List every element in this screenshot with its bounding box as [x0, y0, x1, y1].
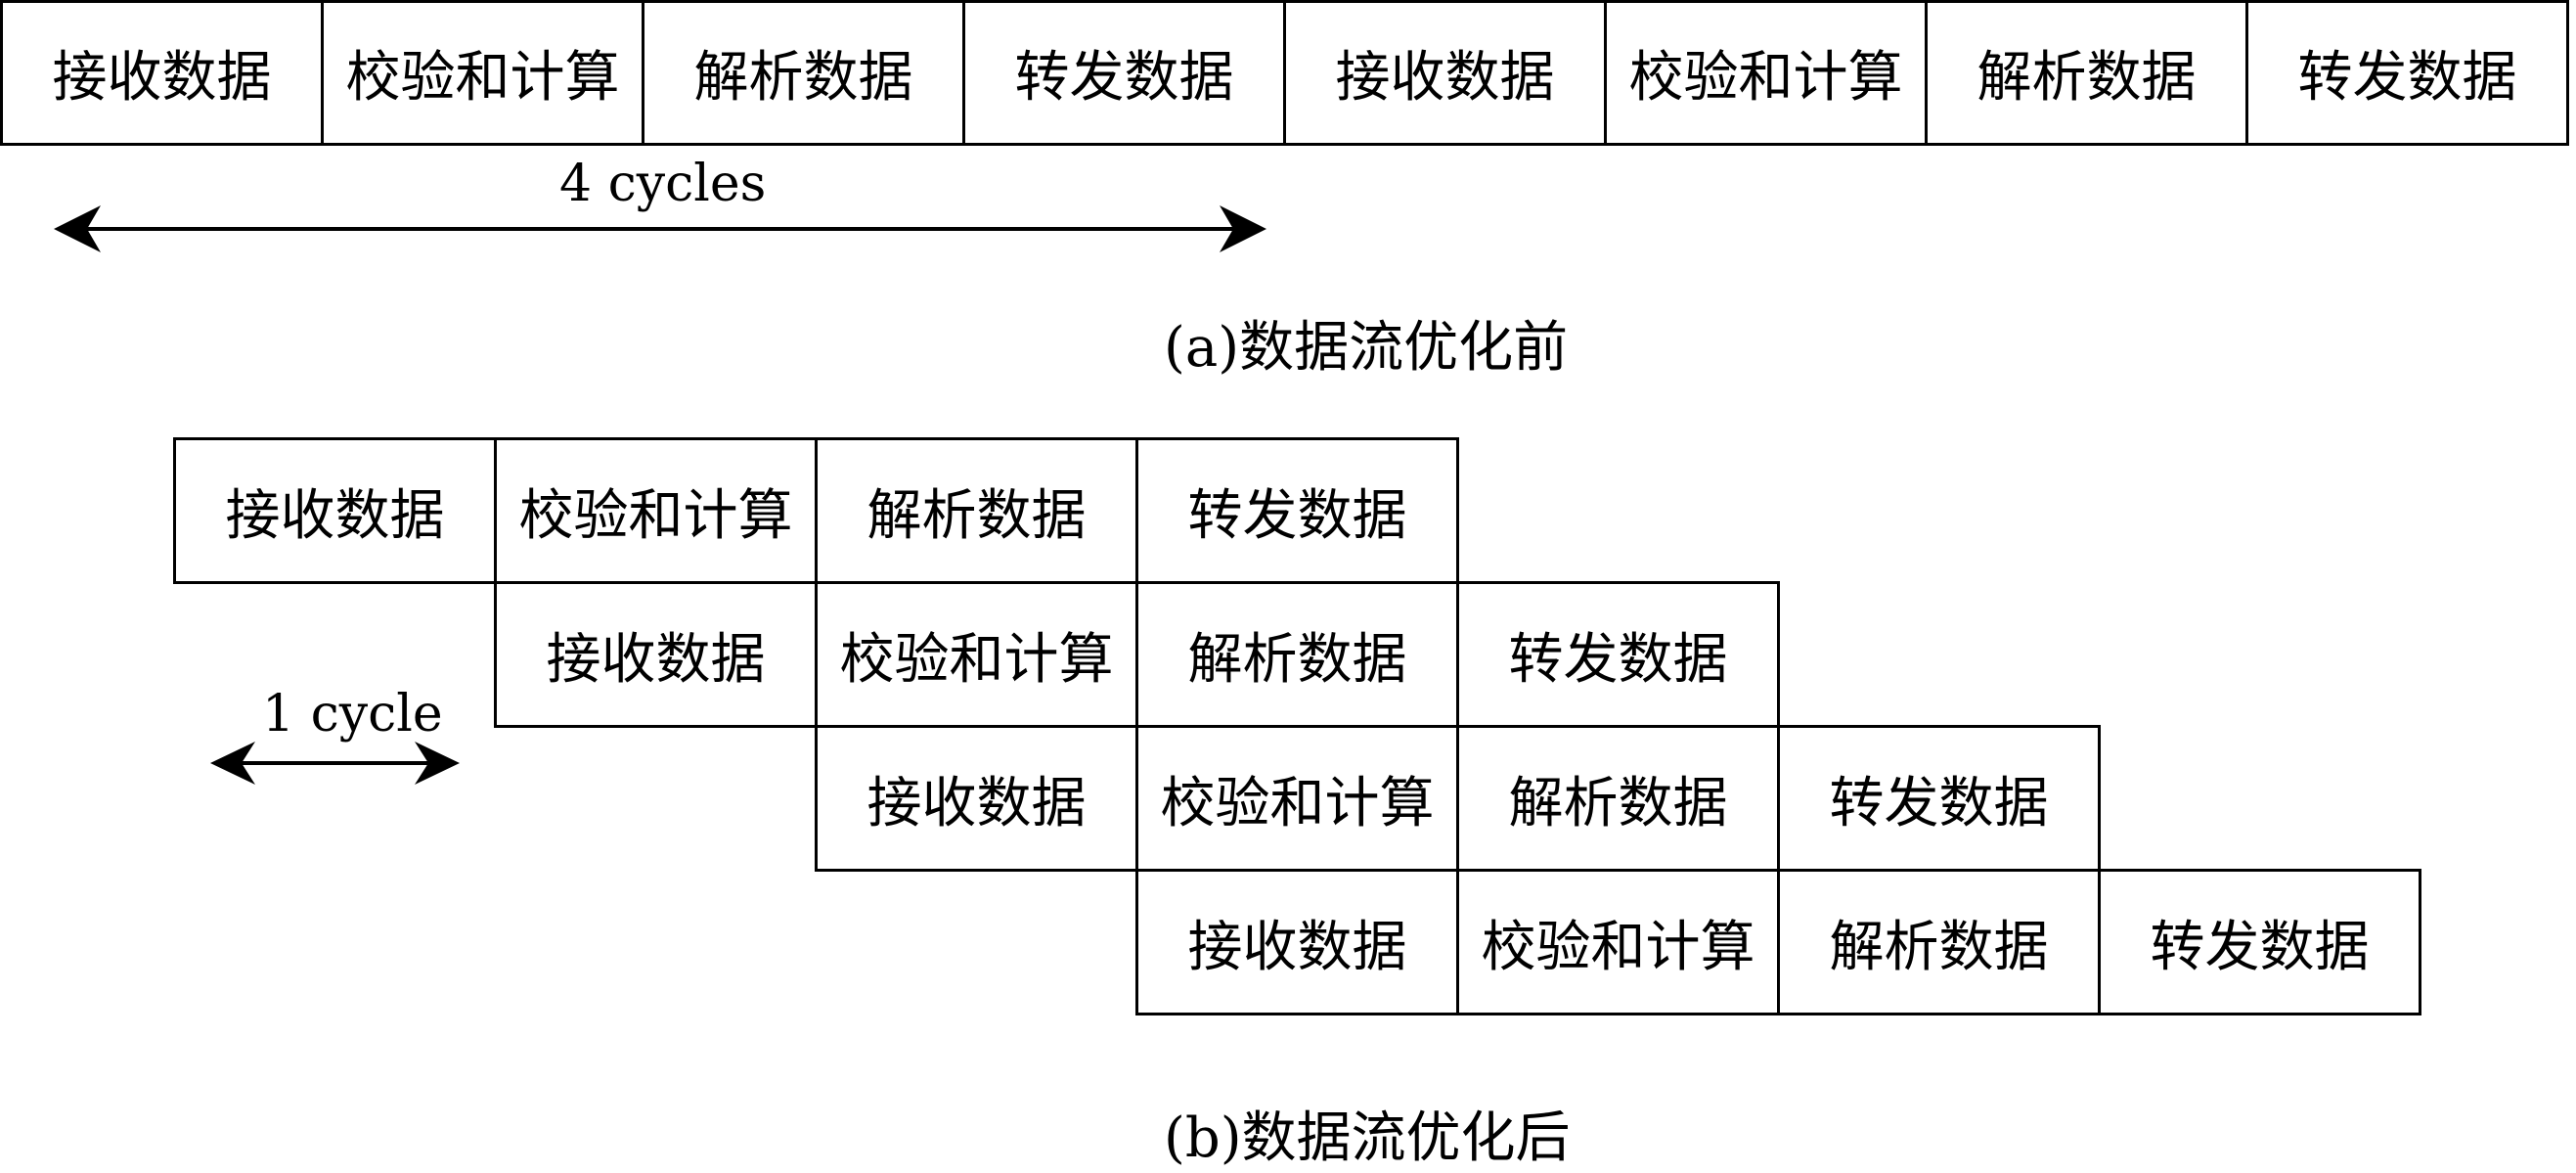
- caption-a: (a)数据流优化前: [1164, 316, 1569, 380]
- stage-box-b-r1-c1: 接收数据: [173, 437, 497, 584]
- stage-box-b-r2-c4: 转发数据: [1456, 581, 1780, 728]
- stage-box-a-3: 解析数据: [642, 0, 965, 146]
- four-cycles-label: 4 cycles: [559, 155, 767, 213]
- stage-box-a-7: 解析数据: [1925, 0, 2248, 146]
- caption-b: (b)数据流优化后: [1164, 1106, 1571, 1170]
- stage-box-b-r4-c1: 接收数据: [1135, 869, 1459, 1015]
- stage-box-b-r4-c2: 校验和计算: [1456, 869, 1780, 1015]
- four-cycles-arrow: [54, 205, 1266, 252]
- stage-box-a-8: 转发数据: [2245, 0, 2569, 146]
- one-cycle-arrow: [210, 742, 460, 785]
- stage-box-b-r4-c3: 解析数据: [1777, 869, 2101, 1015]
- stage-box-a-6: 校验和计算: [1604, 0, 1928, 146]
- stage-box-a-1: 接收数据: [0, 0, 324, 146]
- stage-box-b-r2-c2: 校验和计算: [815, 581, 1138, 728]
- stage-box-a-2: 校验和计算: [321, 0, 644, 146]
- stage-box-b-r2-c1: 接收数据: [494, 581, 818, 728]
- stage-box-b-r2-c3: 解析数据: [1135, 581, 1459, 728]
- stage-box-b-r3-c4: 转发数据: [1777, 725, 2101, 872]
- stage-box-b-r3-c3: 解析数据: [1456, 725, 1780, 872]
- one-cycle-label: 1 cycle: [262, 685, 443, 744]
- stage-box-a-4: 转发数据: [962, 0, 1286, 146]
- stage-box-b-r4-c4: 转发数据: [2098, 869, 2421, 1015]
- stage-box-b-r1-c4: 转发数据: [1135, 437, 1459, 584]
- stage-box-b-r3-c2: 校验和计算: [1135, 725, 1459, 872]
- stage-box-b-r3-c1: 接收数据: [815, 725, 1138, 872]
- stage-box-b-r1-c2: 校验和计算: [494, 437, 818, 584]
- stage-box-a-5: 接收数据: [1283, 0, 1607, 146]
- stage-box-b-r1-c3: 解析数据: [815, 437, 1138, 584]
